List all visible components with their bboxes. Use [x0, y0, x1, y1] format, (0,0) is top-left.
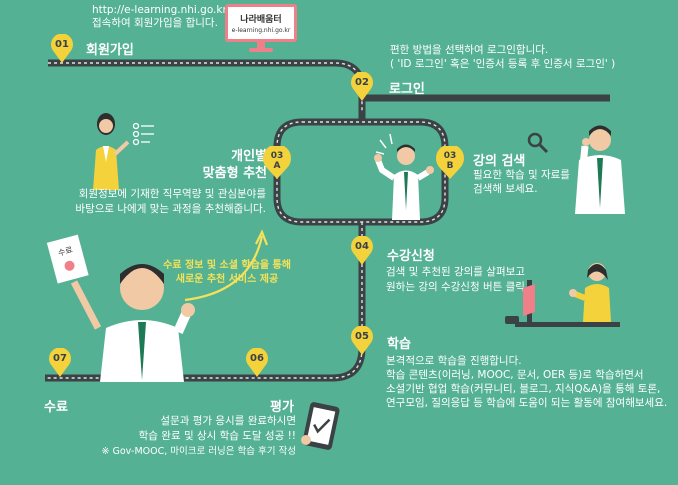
- recommend-note-2: 새로운 추천 서비스 제공: [175, 274, 279, 285]
- woman-presenter-illustration: [88, 110, 158, 190]
- step01-desc: 접속하여 회원가입을 합니다.: [92, 17, 218, 29]
- excited-man-illustration: [370, 130, 440, 220]
- recommend-note-1: 수료 정보 및 소셜 학습을 통해: [163, 260, 291, 271]
- step03b-number: 03: [443, 151, 457, 161]
- man-searching-illustration: [545, 118, 635, 214]
- step05-desc-4: 연구모임, 질의응답 등 학습에 도움이 되는 활동에 참여해보세요.: [386, 397, 668, 409]
- site-url[interactable]: http://e-learning.nhi.go.kr: [92, 4, 227, 16]
- step06-desc-2: 학습 완료 및 상시 학습 도달 성공 !!: [138, 430, 296, 442]
- magnifier-icon: [526, 131, 550, 155]
- step02-desc-2: ( 'ID 로그인' 혹은 '인증서 등록 후 인증서 로그인' ): [390, 58, 616, 70]
- step03b-desc-2: 검색해 보세요.: [473, 183, 538, 195]
- step04-desc-2: 원하는 강의 수강신청 버튼 클릭 !: [386, 281, 533, 293]
- step01-title: 회원가입: [86, 43, 134, 58]
- step03b-title: 강의 검색: [473, 154, 526, 169]
- step07-title: 수료: [44, 400, 68, 415]
- step05-desc-3: 소셜기반 협업 학습(커뮤니티, 블로그, 지식Q&A)을 통해 토론,: [386, 383, 661, 395]
- tablet-check-icon: [298, 400, 344, 452]
- step01-number: 01: [55, 39, 69, 50]
- step03a-number: 03: [270, 151, 284, 161]
- step06-title: 평가: [270, 400, 294, 415]
- man-with-certificate-illustration: 수료: [40, 232, 200, 382]
- step05-pin: 05: [350, 325, 374, 356]
- step06-note: ※ Gov-MOOC, 마이크로 러닝은 학습 후기 작성: [101, 446, 296, 457]
- step04-desc-1: 검색 및 추천된 강의를 살펴보고: [386, 266, 525, 278]
- step02-number: 02: [355, 77, 369, 88]
- step03a-title-1: 개인별: [231, 149, 267, 164]
- step07-number: 07: [53, 353, 67, 364]
- step03b-desc-1: 필요한 학습 및 자료를: [473, 169, 570, 181]
- step04-pin: 04: [350, 235, 374, 266]
- step02-pin: 02: [350, 71, 374, 102]
- step07-pin: 07: [48, 347, 72, 378]
- step03a-title-2: 맞춤형 추천: [202, 166, 267, 181]
- step01-pin: 01: [50, 33, 74, 64]
- step05-title: 학습: [387, 337, 411, 352]
- step04-number: 04: [355, 241, 369, 252]
- step03a-sub: A: [273, 161, 281, 171]
- step03a-desc-2: 바탕으로 나에게 맞는 과정을 추천해줍니다.: [75, 203, 266, 215]
- step04-title: 수강신청: [387, 249, 435, 264]
- step05-desc-1: 본격적으로 학습을 진행합니다.: [386, 355, 522, 367]
- woman-at-desk-illustration: [505, 250, 625, 335]
- step05-number: 05: [355, 331, 369, 342]
- monitor-illustration: 나라배움터 e-learning.nhi.go.kr: [225, 4, 297, 54]
- step06-desc-1: 설문과 평가 응시를 완료하시면: [160, 415, 296, 427]
- step05-desc-2: 학습 콘텐츠(이러닝, MOOC, 문서, OER 등)로 학습하면서: [386, 369, 644, 381]
- step03b-sub: B: [446, 161, 454, 171]
- monitor-logo: 나라배움터: [240, 15, 282, 25]
- step02-title: 로그인: [389, 82, 425, 97]
- monitor-url: e-learning.nhi.go.kr: [231, 27, 291, 34]
- step02-desc-1: 편한 방법을 선택하여 로그인합니다.: [390, 44, 549, 56]
- step06-number: 06: [250, 353, 264, 364]
- step03a-pin: 03 A: [262, 144, 292, 180]
- step03b-pin: 03 B: [435, 144, 465, 180]
- step06-pin: 06: [245, 347, 269, 378]
- step03a-desc-1: 회원정보에 기재한 직무역량 및 관심분야를: [78, 188, 266, 200]
